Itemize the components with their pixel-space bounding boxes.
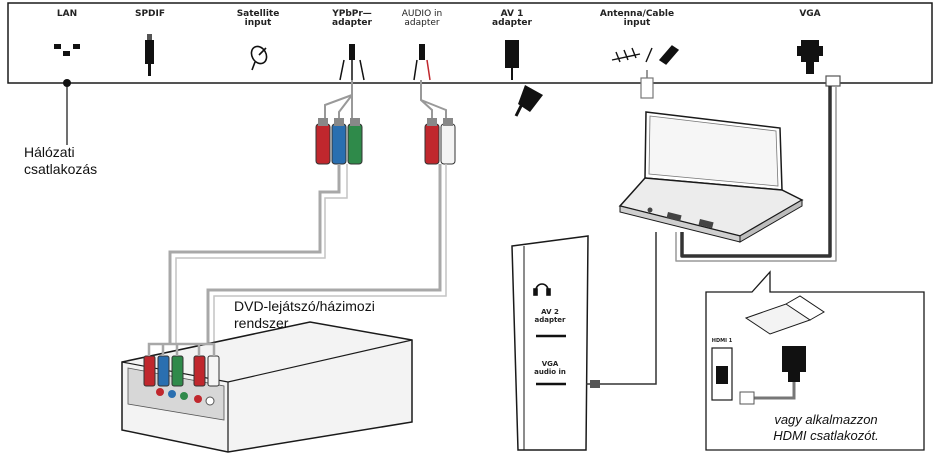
port-label-av1: AV 1 adapter [492, 9, 532, 28]
antenna-plug [640, 70, 654, 99]
audio-cable-to-dvd [206, 164, 447, 344]
port-label-ypbpr: YPbPr— adapter [332, 9, 372, 28]
ypbpr-rca-plugs [315, 118, 363, 165]
spdif-icon [145, 34, 154, 76]
vga-plug [825, 75, 841, 87]
tv-side-panel [511, 235, 589, 451]
port-label-satellite: Satellite input [236, 9, 280, 28]
audio-cable-split [420, 80, 447, 120]
port-label-antenna: Antenna/Cable input [599, 9, 675, 28]
port-label-vga: VGA [799, 9, 821, 19]
side-label-vga-audio: VGA audio in [534, 360, 566, 376]
port-label-lan: LAN [56, 9, 78, 19]
audio-in-connector-icon [413, 44, 431, 81]
laptop-drawing [618, 111, 804, 243]
vga-cable [675, 86, 837, 262]
headphone-icon [533, 283, 551, 296]
hdmi-port-label: HDMI 1 [711, 338, 733, 344]
dvd-player-drawing [121, 321, 413, 453]
vga-audio-plug [590, 380, 600, 388]
dvd-player-label: DVD-lejátszó/házimozi rendszer [234, 298, 375, 331]
av1-adapter-icon [505, 40, 543, 117]
port-label-audio-in: AUDIO in adapter [401, 9, 443, 28]
satellite-icon [250, 45, 268, 71]
ypbpr-cable-split [324, 80, 353, 120]
ypbpr-cable-to-dvd [168, 164, 348, 344]
vga-icon [797, 40, 823, 74]
network-connection-label: Hálózati csatlakozás [24, 144, 98, 177]
dvd-rca-plugs [143, 342, 220, 387]
tv-back-panel [7, 2, 933, 84]
ypbpr-connector-icon [339, 44, 365, 81]
audio-rca-plugs [424, 118, 456, 165]
lan-plug [63, 79, 71, 87]
hdmi-note-label: vagy alkalmazzon HDMI csatlakozót. [773, 412, 879, 443]
hdmi-callout [705, 270, 925, 451]
lan-icon [54, 44, 80, 56]
side-label-av2: AV 2 adapter [534, 308, 566, 324]
port-label-spdif: SPDIF [134, 9, 166, 19]
antenna-icon [611, 45, 680, 65]
vga-audio-cable [586, 232, 657, 385]
